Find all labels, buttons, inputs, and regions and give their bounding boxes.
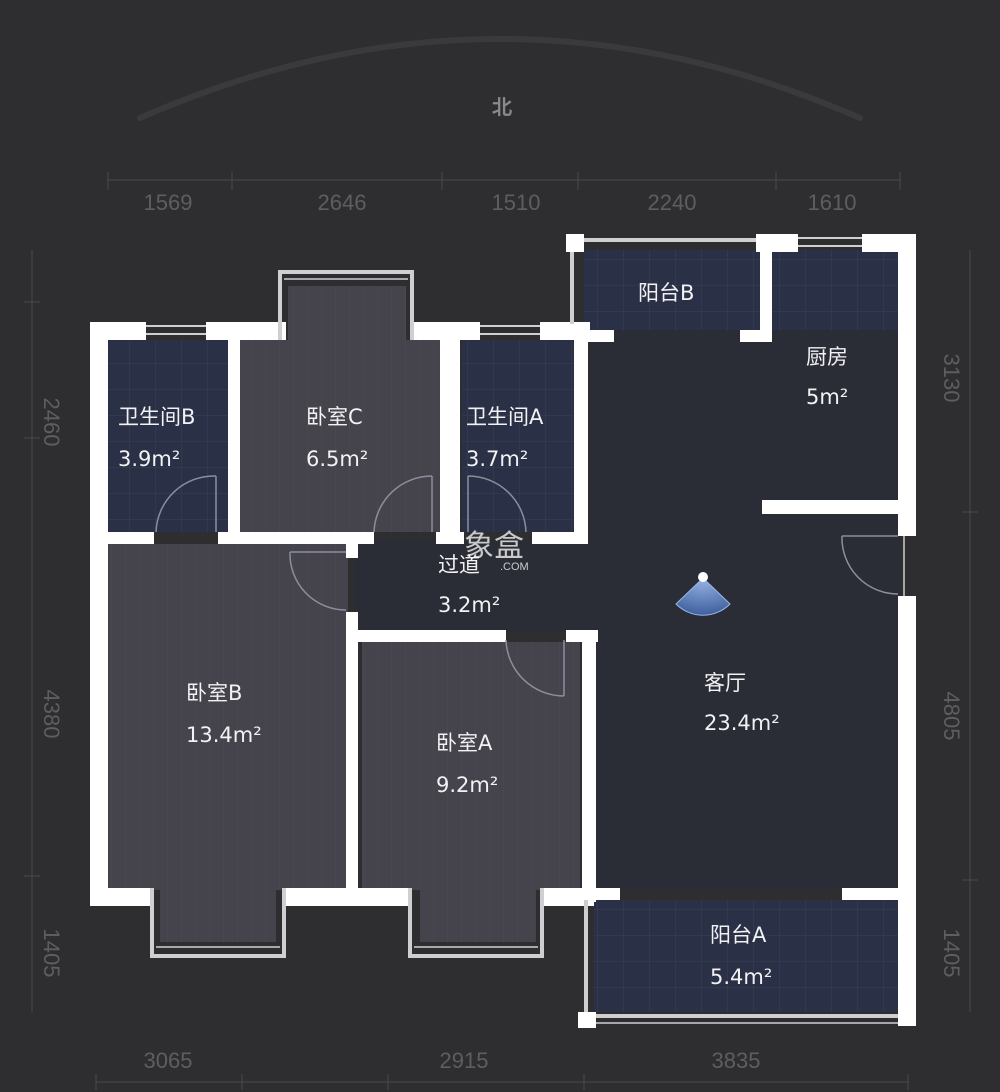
floor-bedroom-c xyxy=(240,340,440,532)
camera-dot-icon[interactable] xyxy=(698,572,708,582)
room-name-corridor: 过道 xyxy=(438,553,480,577)
room-area-bathroom-a: 3.7m² xyxy=(466,447,528,471)
room-name-living-room: 客厅 xyxy=(704,671,746,695)
watermark: 象盒 .COM xyxy=(464,529,529,573)
dimension-top-2: 2646 xyxy=(318,190,367,215)
room-labels: 卫生间B 3.9m² 卧室C 6.5m² 卫生间A 3.7m² 阳台B 厨房 5… xyxy=(118,281,848,989)
floor-balcony-b xyxy=(584,250,760,332)
floor-corridor xyxy=(354,540,594,632)
watermark-brand: 象盒 xyxy=(464,529,524,564)
dimension-right-3: 1405 xyxy=(939,929,964,978)
floor-bedroom-b-bay xyxy=(160,890,276,942)
room-area-balcony-a: 5.4m² xyxy=(710,965,772,989)
floors xyxy=(108,250,900,1012)
dimension-top-3: 1510 xyxy=(492,190,541,215)
compass: 北 xyxy=(137,36,863,121)
dimension-top xyxy=(107,172,901,190)
watermark-domain: .COM xyxy=(500,561,529,573)
compass-arc xyxy=(137,36,863,121)
room-name-balcony-b: 阳台B xyxy=(638,281,694,305)
room-area-living-room: 23.4m² xyxy=(704,711,780,735)
door-bathroom-b xyxy=(155,475,217,533)
room-name-kitchen: 厨房 xyxy=(806,345,848,369)
door-bedroom-b xyxy=(289,551,347,611)
north-label: 北 xyxy=(492,95,512,119)
room-area-bathroom-b: 3.9m² xyxy=(118,447,180,471)
room-name-bedroom-c: 卧室C xyxy=(306,405,363,429)
dimension-right-1: 3130 xyxy=(939,354,964,403)
door-bathroom-a xyxy=(467,475,527,533)
windows xyxy=(146,237,862,335)
floor-bathroom-b xyxy=(108,340,228,532)
floor-living-room xyxy=(590,330,900,890)
room-name-bedroom-b: 卧室B xyxy=(186,681,242,705)
room-area-kitchen: 5m² xyxy=(806,385,848,409)
room-area-bedroom-c: 6.5m² xyxy=(306,447,368,471)
dimension-right-2: 4805 xyxy=(939,692,964,741)
dimension-top-5: 1610 xyxy=(808,190,857,215)
room-area-corridor: 3.2m² xyxy=(438,593,500,617)
door-entrance xyxy=(841,535,899,595)
room-name-balcony-a: 阳台A xyxy=(710,923,767,947)
dimension-bottom-3: 3835 xyxy=(712,1048,761,1073)
dimension-left-1: 2460 xyxy=(39,398,64,447)
door-bedroom-a xyxy=(505,639,565,697)
camera-viewpoint[interactable] xyxy=(675,572,731,616)
floor-balcony-a xyxy=(594,900,898,1012)
room-area-bedroom-b: 13.4m² xyxy=(186,723,262,747)
doors xyxy=(155,475,905,697)
room-name-bathroom-a: 卫生间A xyxy=(466,405,544,429)
dimension-left xyxy=(24,250,40,1012)
room-name-bathroom-b: 卫生间B xyxy=(118,405,195,429)
dimension-top-4: 2240 xyxy=(648,190,697,215)
dimension-left-3: 1405 xyxy=(39,929,64,978)
dimension-bottom-1: 3065 xyxy=(144,1048,193,1073)
room-area-bedroom-a: 9.2m² xyxy=(436,773,498,797)
dimension-left-2: 4380 xyxy=(39,690,64,739)
dimension-top-1: 1569 xyxy=(144,190,193,215)
walls xyxy=(90,234,916,1028)
floor-bedroom-a xyxy=(362,642,580,890)
room-name-bedroom-a: 卧室A xyxy=(436,731,493,755)
floor-bathroom-a xyxy=(462,340,576,532)
dimension-bottom xyxy=(95,1074,909,1090)
dimension-bottom-2: 2915 xyxy=(440,1048,489,1073)
floor-bedroom-b xyxy=(108,544,348,890)
floor-bedroom-c-bay xyxy=(288,286,406,346)
door-bedroom-c xyxy=(373,475,433,533)
dimension-right xyxy=(962,250,978,1012)
view-cone-icon[interactable] xyxy=(675,577,731,616)
floor-bedroom-a-bay xyxy=(420,890,536,942)
